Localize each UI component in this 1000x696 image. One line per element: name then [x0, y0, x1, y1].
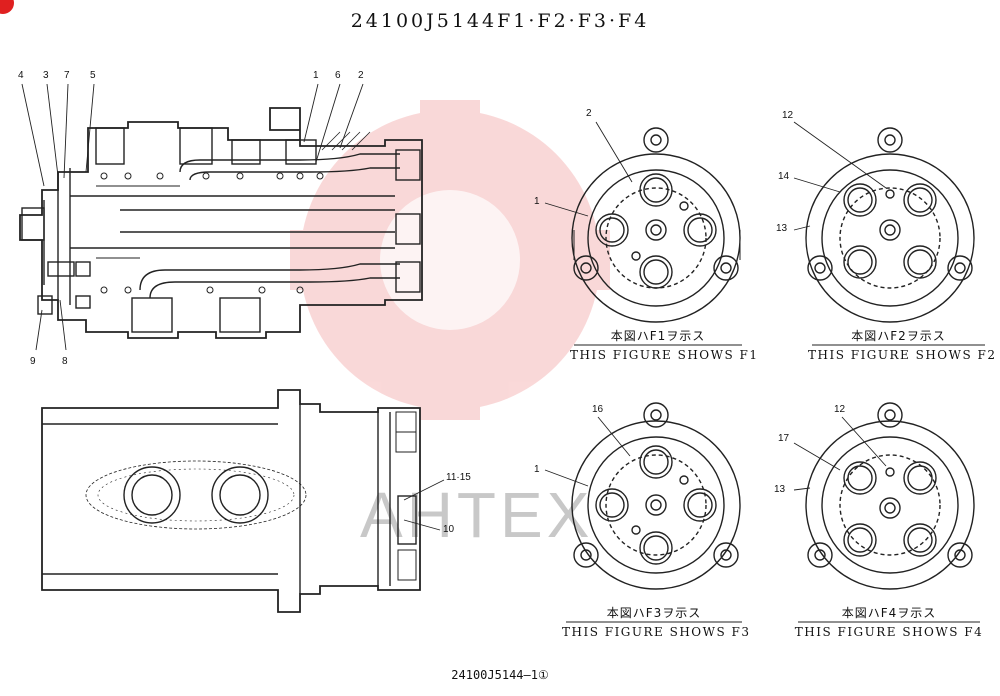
callout-label: 13 — [776, 223, 788, 234]
callout-label: 17 — [778, 433, 790, 444]
callout-label: 11·15 — [446, 472, 471, 483]
drawing-title: 24100J5144F1·F2·F3·F4 — [350, 10, 650, 32]
callout-label: 2 — [358, 70, 364, 81]
callout-label: 9 — [30, 356, 36, 367]
figure-caption-en-f3: THIS FIGURE SHOWS F3 — [562, 625, 751, 639]
caption-rules — [566, 344, 985, 623]
exterior-view — [41, 389, 445, 613]
figure-caption-en-f2: THIS FIGURE SHOWS F2 — [808, 348, 997, 362]
callout-label: 6 — [335, 70, 341, 81]
end-view-f1 — [544, 121, 741, 323]
callout-label: 12 — [782, 110, 794, 121]
figure-caption-jp-f4: 本図ハF4ヲ示ス — [841, 606, 937, 620]
callout-label: 4 — [18, 70, 24, 81]
sectional-view — [19, 83, 423, 351]
callout-label: 12 — [834, 404, 846, 415]
figure-caption-en-f4: THIS FIGURE SHOWS F4 — [794, 625, 984, 639]
callout-label: 1 — [534, 464, 540, 475]
callout-label: 2 — [586, 108, 592, 119]
callout-label: 13 — [774, 484, 786, 495]
end-view-f3 — [544, 402, 741, 590]
figure-caption-jp-f1: 本図ハF1ヲ示ス — [610, 329, 706, 343]
figure-caption-jp-f3: 本図ハF3ヲ示ス — [606, 606, 702, 620]
callout-label: 8 — [62, 356, 68, 367]
figure-caption-jp-f2: 本図ハF2ヲ示ス — [851, 329, 946, 343]
callout-label: 10 — [443, 524, 455, 535]
end-view-f2 — [793, 121, 975, 323]
end-view-f4 — [793, 402, 975, 590]
figure-caption-en-f1: THIS FIGURE SHOWS F1 — [570, 348, 759, 362]
callout-label: 7 — [64, 70, 70, 81]
corner-badge — [0, 0, 14, 14]
callout-label: 16 — [592, 404, 604, 415]
callout-label: 14 — [778, 171, 790, 182]
drawing-number: 24100J5144—1① — [451, 668, 549, 682]
callout-label: 1 — [313, 70, 319, 81]
callout-label: 1 — [534, 196, 540, 207]
callout-label: 5 — [90, 70, 96, 81]
callout-label: 3 — [43, 70, 49, 81]
